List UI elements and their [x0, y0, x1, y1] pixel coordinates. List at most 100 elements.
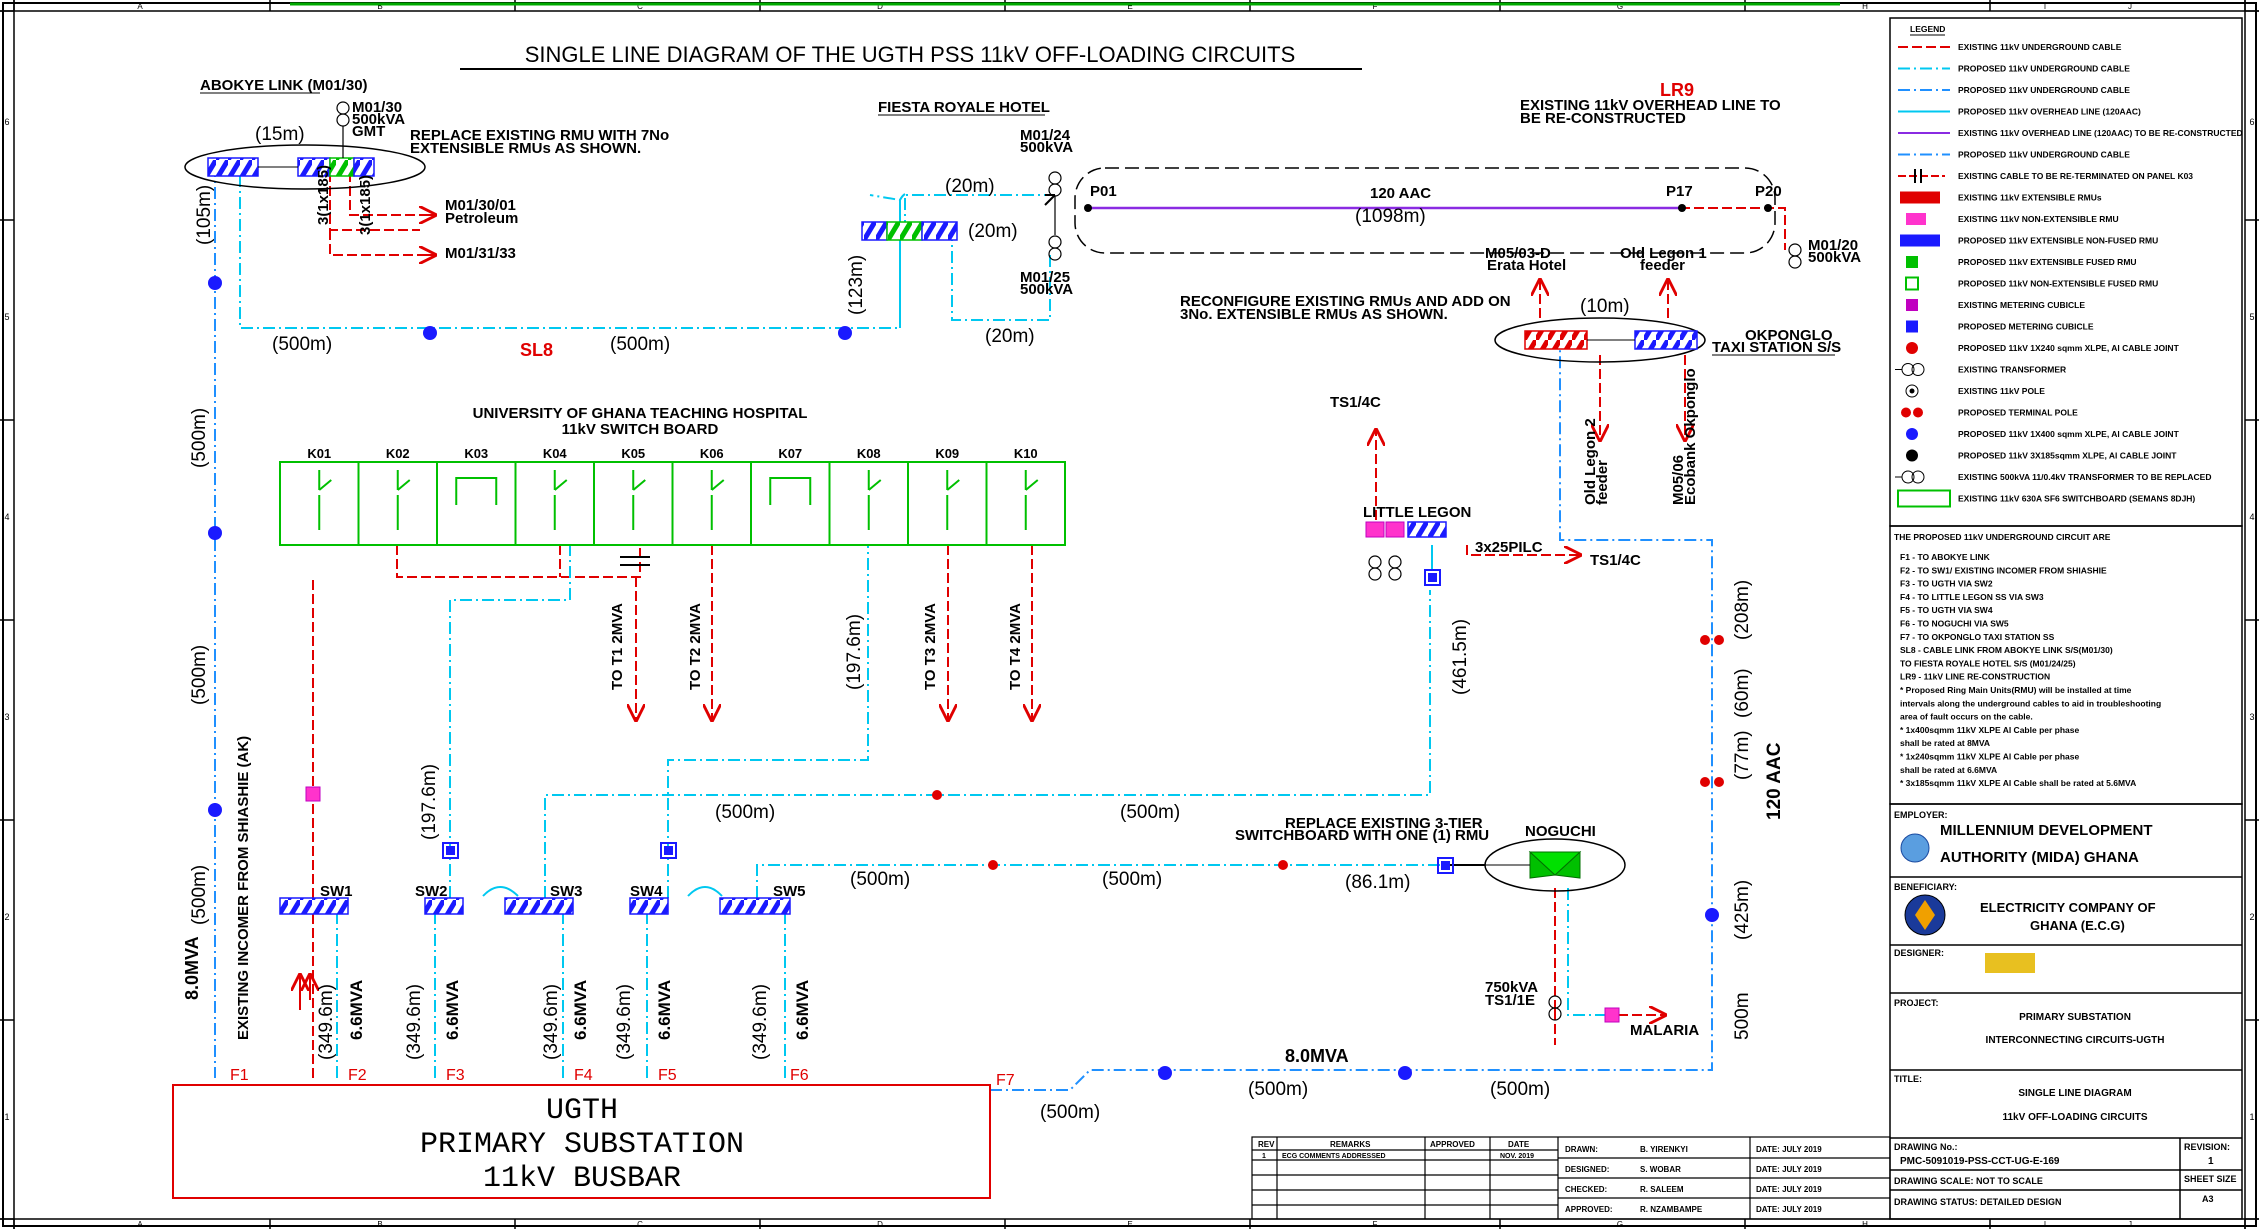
- signoff-date-4: DATE: JULY 2019: [1756, 1205, 1822, 1214]
- panel-k08: K08: [857, 446, 881, 461]
- legend-item-1: EXISTING 11kV UNDERGROUND CABLE: [1958, 42, 2122, 52]
- legend-item-15: PROPOSED 11kV 1X240 sqmm XLPE, Al CABLE …: [1958, 343, 2180, 353]
- aac-label: 120 AAC: [1370, 185, 1431, 202]
- legend-item-4: PROPOSED 11kV OVERHEAD LINE (120AAC): [1958, 107, 2141, 117]
- grid-col-C-top: C: [637, 2, 643, 11]
- mva66-b: 6.6MVA: [443, 980, 462, 1040]
- grid-col-F-top: F: [1373, 2, 1378, 11]
- replace3-line1: REPLACE EXISTING 3-TIER: [1285, 815, 1483, 832]
- dim-349-6m-b: (349.6m): [404, 984, 425, 1060]
- malaria-label: MALARIA: [1630, 1022, 1699, 1039]
- beneficiary-name2: GHANA (E.C.G): [2030, 918, 2125, 933]
- note-line-4: F4 - TO LITTLE LEGON SS VIA SW3: [1900, 592, 2044, 602]
- signoff-role-4: APPROVED:: [1565, 1205, 1613, 1214]
- feeder-f5: F5: [658, 1067, 677, 1084]
- dim-123m: (123m): [846, 255, 867, 315]
- dim-500m-b: (500m): [610, 334, 670, 355]
- legend-item-16: EXISTING TRANSFORMER: [1958, 365, 2066, 375]
- approved-header: APPROVED: [1430, 1140, 1475, 1149]
- grid-row-2-right: 2: [2249, 912, 2254, 922]
- legend-item-9: EXISTING 11kV NON-EXTENSIBLE RMU: [1958, 214, 2119, 224]
- designer-logo-icon: [1985, 953, 2035, 973]
- abokye-rmu-group: [184, 144, 426, 190]
- oldlegon-label: Old Legon 1: [1620, 245, 1707, 262]
- grid-col-B-bottom: B: [377, 1220, 382, 1229]
- dim-461-5m: (461.5m): [1450, 619, 1471, 695]
- ts14c-top-label: TS1/4C: [1330, 394, 1381, 411]
- note-line-2: F2 - TO SW1/ EXISTING INCOMER FROM SHIAS…: [1900, 565, 2107, 575]
- kva750-label: 750kVA: [1485, 979, 1538, 996]
- grid-col-J-bottom: J: [2128, 1220, 2132, 1229]
- revision-table: [1251, 1136, 1891, 1220]
- grid-row-3-right: 3: [2249, 712, 2254, 722]
- m0125-label: M01/25: [1020, 269, 1070, 286]
- note-line-12: intervals along the underground cables t…: [1900, 698, 2161, 708]
- dim-349-6m-d: (349.6m): [614, 984, 635, 1060]
- dim-20m-b: (20m): [968, 221, 1018, 242]
- dim-20m-a: (20m): [945, 176, 995, 197]
- revision-value: 1: [2208, 1156, 2214, 1167]
- legend-item-12: PROPOSED 11kV NON-EXTENSIBLE FUSED RMU: [1958, 279, 2158, 289]
- grid-row-2-left: 2: [4, 912, 9, 922]
- dim-500m-m: (500m): [1490, 1079, 1550, 1100]
- titleblock-title2: 11kV OFF-LOADING CIRCUITS: [2002, 1112, 2147, 1123]
- dim-15m: (15m): [255, 124, 305, 145]
- signoff-name-4: R. NZAMBAMPE: [1640, 1205, 1703, 1214]
- m0120-label: M01/20: [1808, 237, 1858, 254]
- mva66-a: 6.6MVA: [347, 980, 366, 1040]
- replace1-line1: REPLACE EXISTING RMU WITH 7No: [410, 127, 669, 144]
- grid-col-A-bottom: A: [137, 1220, 143, 1229]
- m0124-kva: 500kVA: [1020, 139, 1073, 156]
- dim-500m-l: (500m): [1248, 1079, 1308, 1100]
- m0503-label: M05/03-D: [1485, 245, 1551, 262]
- employer-name1: MILLENNIUM DEVELOPMENT: [1940, 822, 2153, 839]
- panel-k01: K01: [307, 446, 331, 461]
- signoff-role-2: DESIGNED:: [1565, 1165, 1609, 1174]
- fiesta-transformers: [1048, 171, 1062, 261]
- ugth-busbar: [172, 1084, 991, 1199]
- littlelegon-label: LITTLE LEGON: [1363, 504, 1471, 521]
- reconf-line2: 3No. EXTENSIBLE RMUs AS SHOWN.: [1180, 306, 1448, 323]
- feeder-f6: F6: [790, 1067, 809, 1084]
- annotations: ABOKYE LINK (M01/30) M01/30 500kVA GMT R…: [200, 77, 1861, 1040]
- grid-row-1-left: 1: [4, 1112, 9, 1122]
- ohl-line1: EXISTING 11kV OVERHEAD LINE TO: [1520, 97, 1781, 114]
- legend-item-13: EXISTING METERING CUBICLE: [1958, 300, 2085, 310]
- grid-row-4-right: 4: [2249, 512, 2254, 522]
- rev-value: 1: [1262, 1153, 1266, 1160]
- legend-item-10: PROPOSED 11kV EXTENSIBLE NON-FUSED RMU: [1958, 236, 2158, 246]
- legend-item-2: PROPOSED 11kV UNDERGROUND CABLE: [1958, 64, 2130, 74]
- dim-349-6m-a: (349.6m): [316, 984, 337, 1060]
- grid-col-D-top: D: [877, 2, 883, 11]
- p01-label: P01: [1090, 183, 1117, 200]
- signoff-date-2: DATE: JULY 2019: [1756, 1165, 1822, 1174]
- grid-col-E-bottom: E: [1127, 1220, 1132, 1229]
- terminal-poles: [932, 635, 1724, 870]
- drawing-no: PMC-5091019-PSS-CCT-UG-E-169: [1900, 1156, 2060, 1167]
- outgoing-t3: TO T3 2MVA: [922, 603, 939, 690]
- mva8-a: 8.0MVA: [182, 936, 202, 1000]
- employer-label: EMPLOYER:: [1894, 810, 1948, 820]
- m0120-kva: 500kVA: [1808, 249, 1861, 266]
- dim-500m-g: (500m): [1120, 802, 1180, 823]
- sheet-size-label: SHEET SIZE: [2184, 1174, 2237, 1184]
- grid-col-D-bottom: D: [877, 1220, 883, 1229]
- legend-items: EXISTING 11kV UNDERGROUND CABLE PROPOSED …: [1895, 42, 2243, 508]
- grid-col-G-top: G: [1617, 2, 1623, 11]
- ts14c-right-label: TS1/4C: [1590, 552, 1641, 569]
- mva66-d: 6.6MVA: [655, 980, 674, 1040]
- oldlegon2-label: Old Legon 2: [1582, 418, 1599, 505]
- grid-col-B-top: B: [377, 2, 382, 11]
- grid-row-6-right: 6: [2249, 117, 2254, 127]
- dim-1098m: (1098m): [1355, 206, 1426, 227]
- remarks-header: REMARKS: [1330, 1140, 1371, 1149]
- designer-label: DESIGNER:: [1894, 948, 1944, 958]
- cable-3x185-a: 3(1x185): [315, 165, 332, 225]
- sl8-label: SL8: [520, 340, 553, 360]
- ecobank-label: Ecobank Okponglo: [1682, 368, 1699, 505]
- note-line-13: area of fault occurs on the cable.: [1900, 712, 2033, 722]
- legend-title: LEGEND: [1910, 24, 1945, 34]
